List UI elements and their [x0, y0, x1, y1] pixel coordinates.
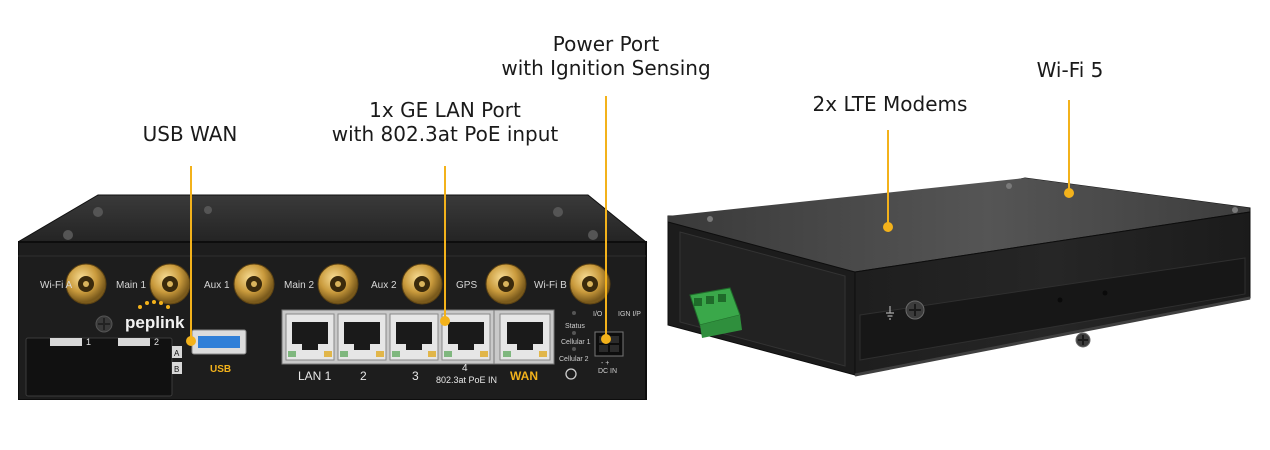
callout-power-port: Power Port with Ignition Sensing [490, 32, 722, 80]
port-label-wan: WAN [510, 369, 538, 383]
antenna-label-main-2: Main 2 [284, 280, 314, 291]
peplink-logo: peplink [125, 300, 185, 332]
screw-icon [1006, 183, 1012, 189]
port-label-lan1: LAN 1 [298, 369, 332, 383]
leader-line-wifi [1068, 100, 1070, 192]
leader-dot-power [601, 334, 611, 344]
led-indicator [572, 347, 576, 351]
leader-dot-usb [186, 336, 196, 346]
antenna-connector [401, 263, 443, 305]
screw-icon [204, 206, 212, 214]
chassis-top [18, 194, 648, 243]
polarity-label: - + [601, 360, 609, 367]
leader-dot-lte [883, 222, 893, 232]
antenna-connector [233, 263, 275, 305]
callout-usb-wan-text: USB WAN [142, 122, 238, 146]
sim-a-label: A [174, 349, 180, 358]
green-terminal-block[interactable] [689, 287, 742, 338]
sim-slot-2-label: 2 [154, 337, 159, 347]
callout-lan-line1: 1x GE LAN Port [369, 98, 521, 122]
screw-icon [93, 207, 103, 217]
leader-line-lte [887, 130, 889, 226]
lan-port[interactable] [337, 313, 387, 361]
lan-port[interactable] [389, 313, 439, 361]
port-label-4: 4 [462, 363, 468, 374]
led-indicator [572, 311, 576, 315]
callout-lan-line2: with 802.3at PoE input [331, 122, 559, 146]
callout-power-line2: with Ignition Sensing [501, 56, 711, 80]
sim-slot-marker [50, 338, 82, 346]
reset-button-icon[interactable] [565, 368, 577, 380]
led-indicator [572, 331, 576, 335]
leader-line-lan [444, 166, 446, 321]
screw-icon [1232, 207, 1238, 213]
led-label-status: Status [565, 323, 585, 330]
sim-slot-marker [118, 338, 150, 346]
port-label-2: 2 [360, 369, 367, 383]
ign-label: IGN I/P [618, 311, 641, 318]
io-label: I/O [593, 311, 603, 318]
antenna-label-gps: GPS [456, 280, 477, 291]
screw-icon [588, 230, 598, 240]
lan-port[interactable] [285, 313, 335, 361]
leader-dot-wifi [1064, 188, 1074, 198]
callout-wifi-text: Wi-Fi 5 [1036, 58, 1104, 82]
sim-slot-1-label: 1 [86, 337, 91, 347]
lan-port[interactable] [441, 313, 491, 361]
led-label-cellular-2: Cellular 2 [559, 356, 589, 363]
screw-icon [553, 207, 563, 217]
antenna-connector [569, 263, 611, 305]
wan-port[interactable] [499, 313, 551, 361]
router-front-view: Wi-Fi A Main 1 Aux 1 Main 2 Aux 2 GPS Wi… [18, 194, 648, 400]
antenna-label-aux-2: Aux 2 [371, 280, 397, 291]
led-label-cellular-1: Cellular 1 [561, 339, 591, 346]
antenna-label-aux-1: Aux 1 [204, 280, 230, 291]
antenna-label-main-1: Main 1 [116, 280, 146, 291]
sim-b-label: B [174, 365, 179, 374]
callout-usb-wan: USB WAN [120, 122, 260, 146]
screw-icon [63, 230, 73, 240]
ground-icon [886, 306, 894, 320]
antenna-connector [485, 263, 527, 305]
router-side-view [667, 177, 1251, 377]
usb-label: USB [210, 364, 231, 375]
callout-lte-text: 2x LTE Modems [812, 92, 968, 116]
sim-tray[interactable] [25, 337, 173, 397]
antenna-connector [149, 263, 191, 305]
callout-lte-modems: 2x LTE Modems [800, 92, 980, 116]
screw-icon [707, 216, 713, 222]
callout-wifi: Wi-Fi 5 [1020, 58, 1120, 82]
antenna-label-wifi-a: Wi-Fi A [40, 280, 73, 291]
leader-line-power [605, 96, 607, 338]
vent-hole [1102, 290, 1108, 296]
leader-line-usb [190, 166, 192, 341]
brand-text: peplink [125, 313, 185, 332]
vent-hole [1057, 297, 1063, 303]
callout-power-line1: Power Port [552, 32, 660, 56]
callout-lan-port: 1x GE LAN Port with 802.3at PoE input [325, 98, 565, 146]
antenna-label-wifi-b: Wi-Fi B [534, 280, 567, 291]
port-label-3: 3 [412, 369, 419, 383]
dc-in-label: DC IN [598, 368, 617, 375]
antenna-connector [65, 263, 107, 305]
antenna-connector [317, 263, 359, 305]
leader-dot-lan [440, 316, 450, 326]
poe-label: 802.3at PoE IN [436, 375, 497, 385]
